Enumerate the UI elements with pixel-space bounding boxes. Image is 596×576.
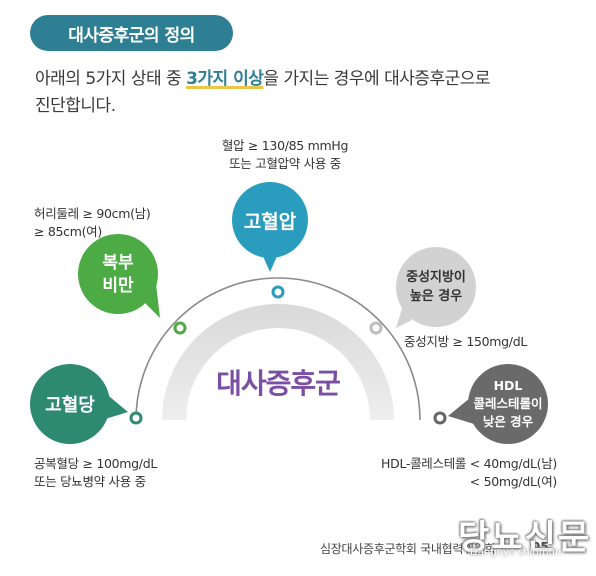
glu-desc-1: 공복혈당 ≥ 100mg/dL [34, 456, 158, 471]
tg-desc-1: 중성지방 ≥ 150mg/dL [404, 334, 528, 349]
bubble-abdominal-obesity [78, 234, 158, 314]
tg-label-1: 중성지방이 [406, 270, 466, 285]
hdl-label-1: HDL [493, 378, 523, 393]
hdl-label-2: 콜레스테롤이 [473, 396, 543, 411]
desc-abdominal-obesity: 허리둘레 ≥ 90cm(남) ≥ 85cm(여) [34, 205, 194, 241]
bp-desc-2: 또는 고혈압약 사용 중 [229, 156, 341, 171]
bubble-blood-pressure [232, 182, 308, 258]
intro-highlight: 3가지 이상 [186, 69, 264, 89]
desc-hdl: HDL-콜레스테롤 < 40mg/dL(남) < 50mg/dL(여) [352, 455, 557, 491]
intro-line1-start: 아래의 5가지 상태 중 [35, 69, 187, 89]
ao-desc-1: 허리둘레 ≥ 90cm(남) [34, 206, 151, 221]
desc-triglyceride: 중성지방 ≥ 150mg/dL [404, 333, 574, 351]
bubble-label-blood-pressure: 고혈압 [232, 200, 308, 240]
intro-line2: 진단합니다. [35, 96, 116, 116]
bubble-hdl [468, 364, 548, 444]
hdl-label-3: 낮은 경우 [482, 414, 534, 429]
desc-blood-pressure: 혈압 ≥ 130/85 mmHg 또는 고혈압약 사용 중 [210, 137, 360, 173]
watermark-logo: 당뇨신문 [458, 518, 592, 558]
dot-blood-pressure [271, 285, 285, 299]
outer-arc [135, 277, 421, 421]
section-title: 대사증후군의 정의 [30, 15, 233, 51]
dot-glucose [129, 411, 143, 425]
dot-abdominal-obesity [173, 321, 187, 335]
ao-label-1: 복부 [102, 253, 134, 273]
bubble-label-glucose: 고혈당 [32, 384, 108, 424]
glu-label: 고혈당 [45, 395, 95, 416]
bubble-glucose [30, 364, 110, 444]
page-number: 05 [532, 540, 549, 554]
bubble-triglyceride [396, 247, 476, 327]
footer-source: 심장대사증후군학회 국내협력위원회 [320, 542, 496, 556]
bubble-label-hdl: HDL 콜레스테롤이 낮은 경우 [470, 376, 546, 432]
desc-glucose: 공복혈당 ≥ 100mg/dL 또는 당뇨병약 사용 중 [34, 455, 224, 491]
watermark-sub: Dangnyo shinmun [470, 547, 562, 558]
bubble-label-triglyceride: 중성지방이 높은 경우 [398, 266, 474, 308]
tg-label-2: 높은 경우 [409, 289, 463, 304]
ao-label-2: 비만 [102, 276, 134, 296]
dot-hdl [433, 411, 447, 425]
bp-label: 고혈압 [243, 210, 297, 233]
bp-desc-1: 혈압 ≥ 130/85 mmHg [221, 138, 349, 153]
center-label: 대사증후군 [216, 367, 341, 400]
inner-band [162, 304, 394, 420]
ao-desc-2: ≥ 85cm(여) [34, 224, 102, 239]
dot-triglyceride [369, 321, 383, 335]
intro-text: 아래의 5가지 상태 중 3가지 이상을 가지는 경우에 대사증후군으로 진단합… [35, 66, 575, 120]
bubble-label-abdominal-obesity: 복부 비만 [80, 250, 156, 300]
glu-desc-2: 또는 당뇨병약 사용 중 [34, 474, 146, 489]
intro-line1-end: 을 가지는 경우에 대사증후군으로 [263, 69, 491, 89]
hdl-desc-1: HDL-콜레스테롤 < 40mg/dL(남) [381, 456, 557, 471]
hdl-desc-2: < 50mg/dL(여) [469, 474, 558, 489]
